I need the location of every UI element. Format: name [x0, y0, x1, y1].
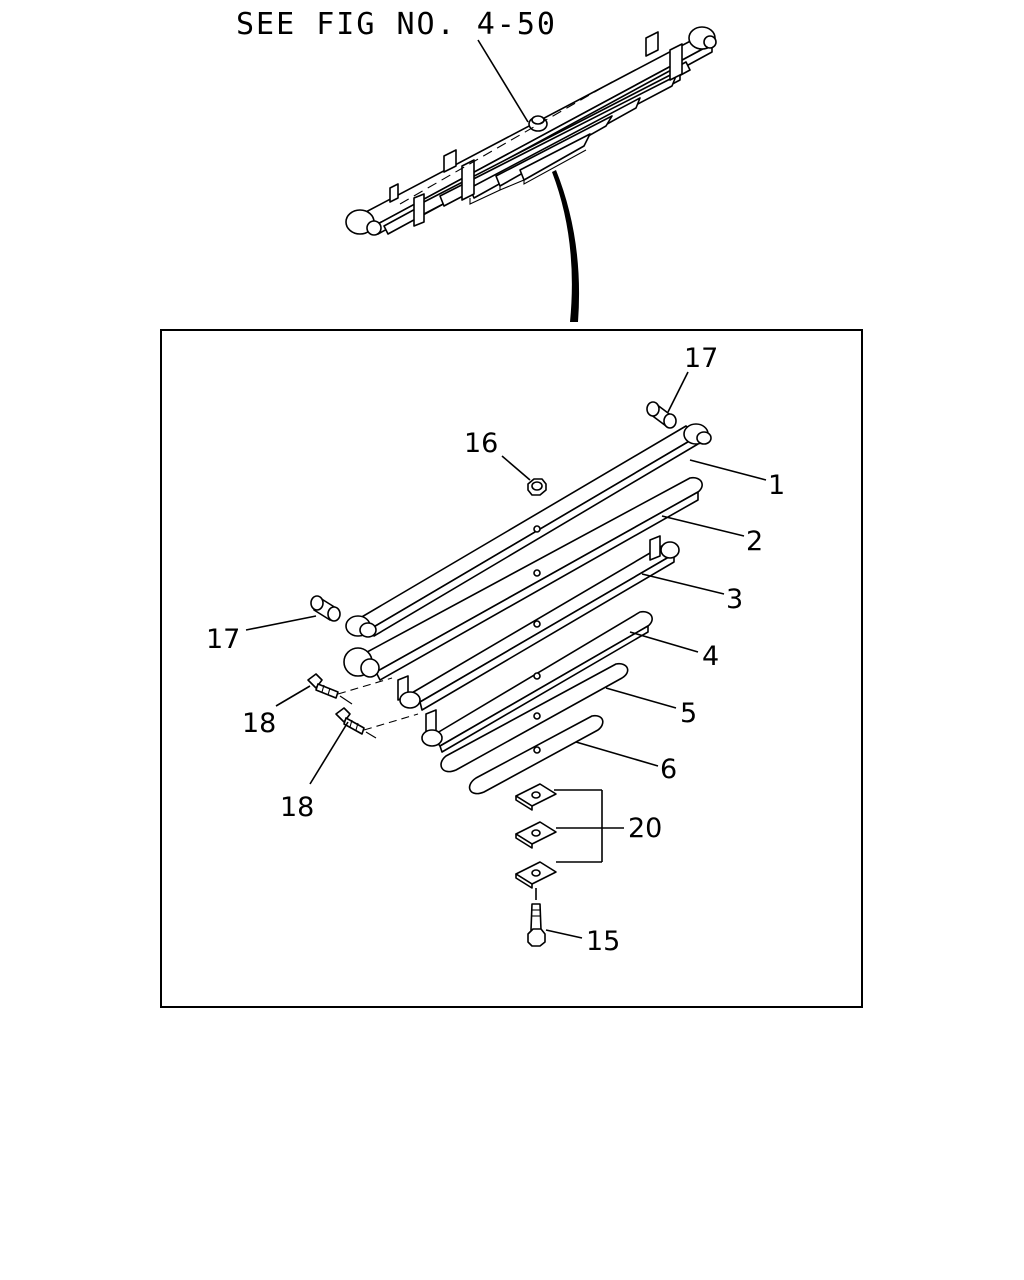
callout-1: 1: [768, 470, 785, 501]
callout-16: 16: [464, 428, 498, 459]
detail-connector-arrow: [552, 170, 580, 322]
leaf-5: [440, 662, 629, 773]
leader-lines: [245, 371, 767, 939]
bolt-axis-lower: [363, 713, 419, 731]
callout-15: 15: [586, 926, 620, 957]
shim-middle: [515, 821, 557, 849]
callout-20: 20: [628, 813, 662, 844]
see-fig-reference: SEE FIG NO. 4-50: [236, 7, 557, 42]
leaf-3: [397, 535, 680, 711]
callout-4: 4: [702, 641, 719, 672]
callout-18-upper: 18: [242, 708, 276, 739]
reference-leader: [477, 39, 529, 123]
callout-2: 2: [746, 526, 763, 557]
bolt-axis-lower-end: [365, 731, 377, 739]
exploded-view-frame: [160, 329, 863, 1008]
bolt-axis-upper-end: [339, 695, 353, 705]
leaf-4: [421, 610, 653, 753]
callout-6: 6: [660, 754, 677, 785]
leaf-1: [345, 423, 712, 638]
callout-3: 3: [726, 584, 743, 615]
callout-18-lower: 18: [280, 792, 314, 823]
callout-5: 5: [680, 698, 697, 729]
clip-bolt-upper: [307, 673, 339, 699]
bolt-axis-upper: [337, 677, 393, 695]
centre-bolt: [527, 888, 546, 947]
shim-lower: [515, 861, 557, 889]
leaf-6: [468, 714, 604, 795]
bushing-left: [310, 595, 341, 622]
callout-17-left: 17: [206, 624, 240, 655]
leaf-2: [343, 476, 703, 681]
clip-bolt-lower: [335, 707, 365, 735]
bushing-top: [646, 401, 677, 429]
callout-17-top: 17: [684, 343, 718, 374]
shim-upper: [515, 783, 557, 811]
centre-nut: [527, 478, 547, 496]
assembled-spring-overview: [345, 26, 717, 236]
